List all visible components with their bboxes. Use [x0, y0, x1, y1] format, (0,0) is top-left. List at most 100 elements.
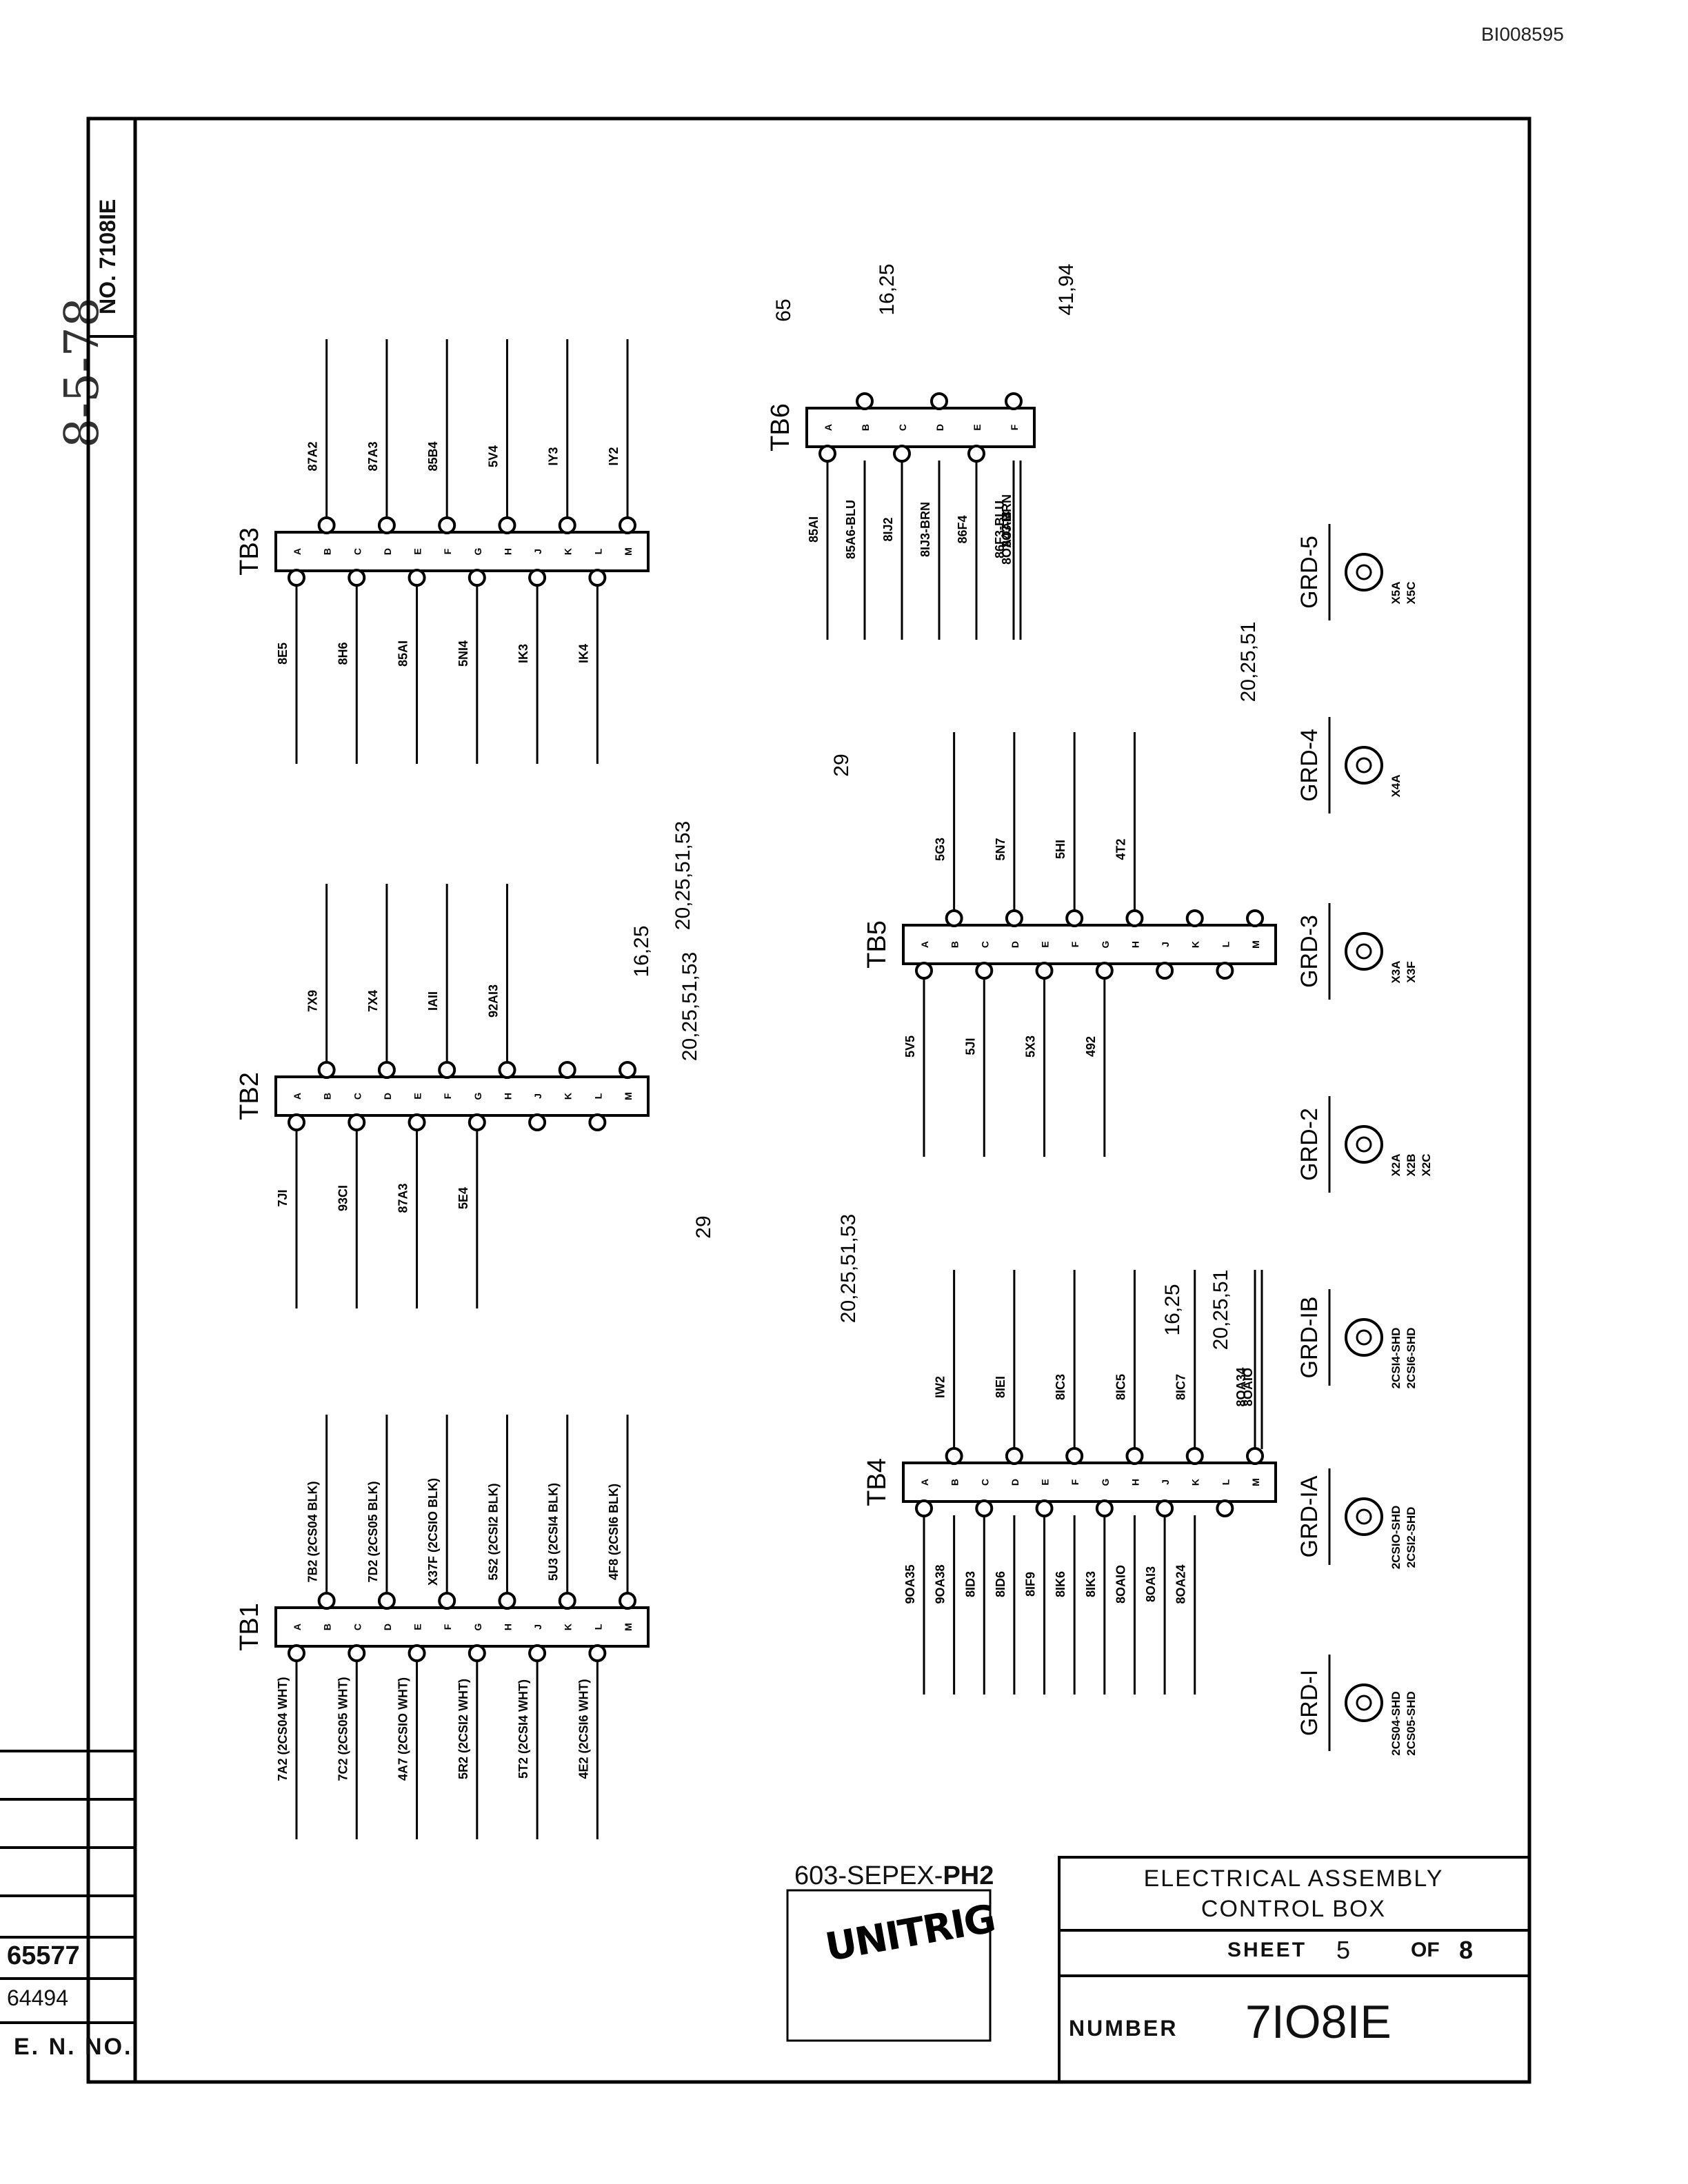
terminal-screw — [975, 962, 994, 980]
terminal-screw — [1216, 1499, 1234, 1517]
reference-callout: 20,25,51,53 — [679, 952, 701, 1061]
terminal-screw — [1156, 962, 1174, 980]
board-label: TB3 — [235, 527, 264, 576]
pin-letter: D — [1009, 1479, 1021, 1486]
pin-letter: H — [502, 1093, 513, 1100]
pin-letter: F — [442, 1624, 453, 1630]
wire-label: 7A2 (2CS04 WHT) — [276, 1677, 290, 1781]
wire-label: 8OAI3 — [1144, 1566, 1158, 1602]
pin-letter: A — [919, 1479, 930, 1486]
ground-wire-label: X3A — [1389, 960, 1403, 983]
revision-block — [0, 1750, 135, 2024]
pin-letter: L — [592, 1093, 603, 1099]
terminal-screw — [1005, 392, 1023, 410]
terminal-screw — [317, 1592, 336, 1610]
pin-letter: L — [592, 548, 603, 554]
pin-letter: G — [472, 1092, 483, 1100]
terminal-screw — [408, 569, 426, 587]
terminal-screw — [558, 1061, 576, 1079]
pin-letter: F — [1069, 941, 1081, 947]
terminal-strip — [902, 924, 1277, 965]
pin-letter: B — [322, 548, 333, 555]
pin-letter: M — [623, 1623, 634, 1631]
pin-letter: A — [823, 424, 834, 431]
drawing-number: 7IO8IE — [1245, 1996, 1391, 2048]
wire-label: 8OAI4 — [1000, 512, 1014, 547]
ground-wire-label: X3F — [1405, 961, 1418, 982]
wire-label: 8ID3 — [963, 1571, 977, 1597]
terminal-screw — [945, 1447, 963, 1465]
wire-label: 8OAI3 — [1000, 512, 1014, 547]
ground-wire-label: 2CSI6-SHD — [1405, 1328, 1418, 1389]
terminal-screw — [1216, 962, 1234, 980]
terminal-strip — [805, 407, 1036, 448]
wire-label: 5NI4 — [456, 640, 470, 667]
ground-wire-label: X2C — [1420, 1153, 1433, 1176]
reference-callout: 29 — [830, 754, 853, 776]
wire-label: IY3 — [547, 447, 561, 465]
terminal-screw — [408, 1644, 426, 1662]
terminal-screw — [468, 1113, 486, 1131]
pin-letter: L — [1220, 1479, 1231, 1485]
terminal-screw — [1185, 1447, 1204, 1465]
project-code: 603-SEPEX-PH2 — [794, 1861, 994, 1891]
ground-label: GRD-3 — [1296, 915, 1323, 988]
pin-letter: A — [292, 548, 303, 555]
pin-letter: A — [292, 1624, 303, 1630]
reference-callout: 16,25 — [1161, 1284, 1184, 1335]
pin-letter: E — [1040, 941, 1051, 947]
terminal-screw — [468, 1644, 486, 1662]
pin-letter: D — [382, 1624, 393, 1630]
terminal-screw — [1035, 1499, 1054, 1517]
wire-label: 5S2 (2CSI2 BLK) — [486, 1483, 500, 1580]
reference-callout: 41,94 — [1055, 263, 1078, 315]
pin-letter: C — [897, 424, 908, 431]
ground-label: GRD-I — [1296, 1670, 1323, 1736]
terminal-screw — [317, 516, 336, 534]
terminal-strip — [274, 1075, 650, 1117]
wire-label: 8IF9 — [1024, 1572, 1038, 1597]
terminal-screw — [945, 909, 963, 927]
wire-label: 7D2 (2CS05 BLK) — [366, 1481, 380, 1582]
terminal-screw — [528, 569, 547, 587]
terminal-strip — [902, 1462, 1277, 1503]
terminal-screw — [528, 1644, 547, 1662]
wire-label: 5V4 — [486, 445, 500, 467]
pin-letter: D — [934, 424, 945, 431]
ground-wire-label: 2CSIO-SHD — [1389, 1506, 1403, 1570]
wire-label: 8ID6 — [994, 1571, 1007, 1597]
wire-label: 5HI — [1054, 840, 1067, 859]
pin-letter: J — [532, 549, 543, 554]
reference-callout: 65 — [772, 299, 795, 321]
terminal-screw — [408, 1113, 426, 1131]
terminal-screw — [967, 445, 985, 463]
wire-label: 4F8 (2CSI6 BLK) — [607, 1484, 621, 1580]
ground-wire-label: X4A — [1389, 774, 1403, 797]
ground-label: GRD-2 — [1296, 1108, 1323, 1181]
terminal-screw — [1065, 909, 1084, 927]
pin-letter: G — [472, 547, 483, 555]
pin-letter: L — [1220, 941, 1231, 947]
ground-stud-inner — [1356, 1136, 1372, 1153]
wire-label: 5X3 — [1024, 1035, 1038, 1058]
pin-letter: G — [1100, 940, 1111, 948]
ground-wire-label: X5C — [1405, 581, 1418, 604]
wire-label: 8IK6 — [1054, 1571, 1067, 1597]
pin-letter: G — [1100, 1478, 1111, 1486]
board-label: TB2 — [235, 1072, 264, 1120]
pin-letter: C — [352, 1093, 363, 1100]
terminal-screw — [1125, 909, 1144, 927]
wire-label: 8IC3 — [1054, 1374, 1067, 1400]
wire-label: 86F4 — [956, 515, 969, 543]
terminal-screw — [317, 1061, 336, 1079]
board-label: TB5 — [863, 920, 892, 969]
ground-stud-inner — [1356, 757, 1372, 774]
terminal-screw — [348, 569, 366, 587]
terminal-screw — [893, 445, 911, 463]
terminal-screw — [1185, 909, 1204, 927]
ground-wire-label: 2CS05-SHD — [1405, 1691, 1418, 1756]
